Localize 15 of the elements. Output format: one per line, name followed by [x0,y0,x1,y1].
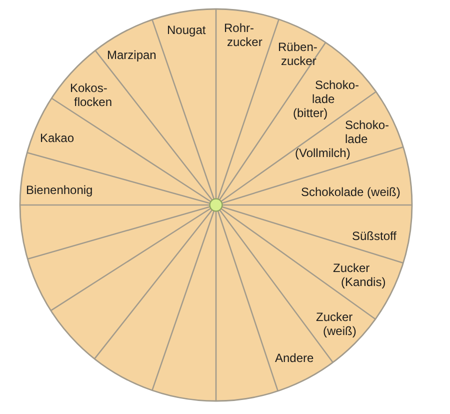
sector-label: Zucker (Kandis) [333,261,386,289]
sector-label: Nougat [167,23,206,37]
sector-label: Andere [275,351,314,365]
sector-label: Kokos- flocken [70,81,112,109]
sector-label: Süßstoff [352,229,396,243]
sector-label: Rüben- zucker [278,40,318,68]
sector-label: Schoko- lade (Vollmilch) [295,118,390,160]
sector-wheel [18,7,414,403]
sector-label: Kakao [40,131,74,145]
sector-label: Bienenhonig [26,183,93,197]
sector-label: Schoko- lade (bitter) [293,78,360,120]
sector-label: Marzipan [107,48,156,62]
sector-label: Schokolade (weiß) [301,185,400,199]
sector-label: Rohr- zucker [224,21,262,49]
sector-label: Zucker (weiß) [316,310,356,338]
